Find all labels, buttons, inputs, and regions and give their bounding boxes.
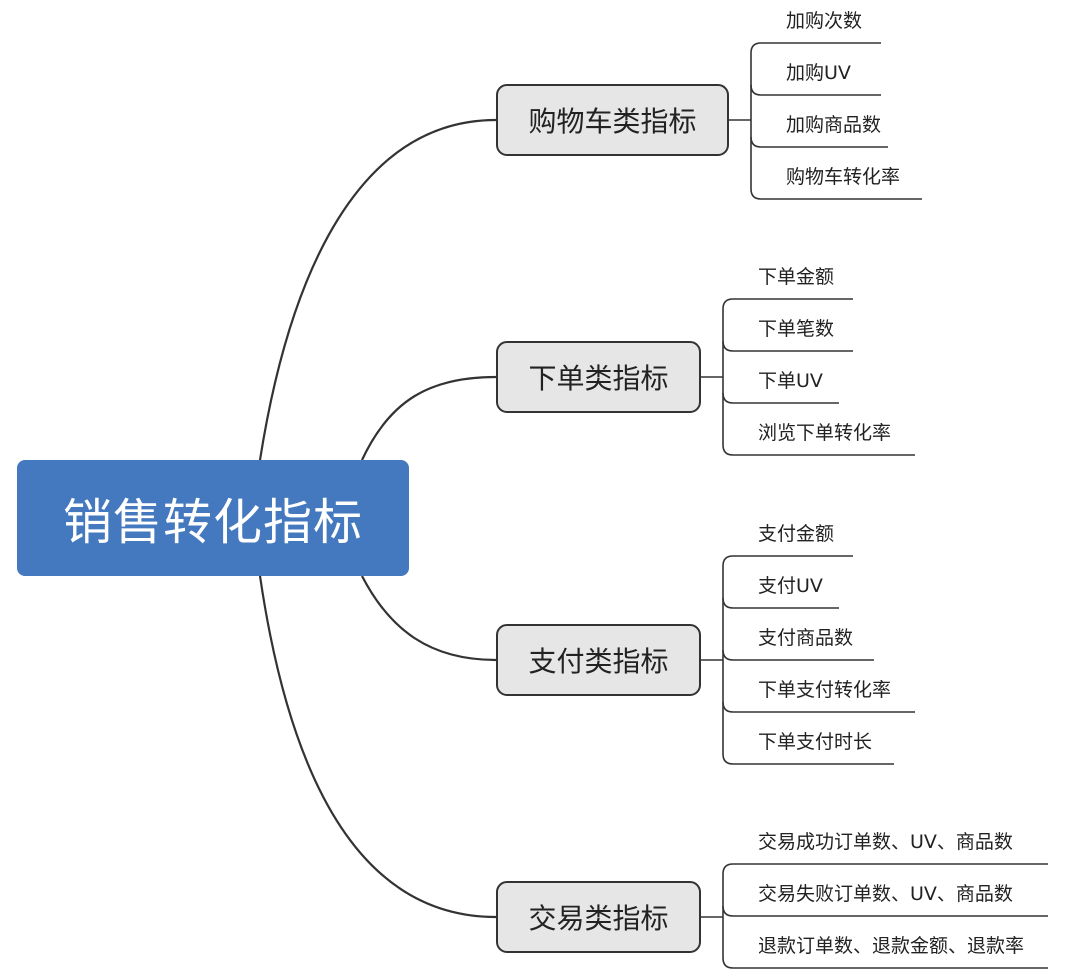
leaf-payment-duration: 下单支付时长: [758, 731, 873, 753]
edge-root-payment: [361, 575, 497, 662]
leaf-order-count: 下单笔数: [758, 318, 835, 340]
leaf-payment-conversion: 下单支付转化率: [758, 679, 892, 701]
leaf-cart-conversion: 购物车转化率: [786, 166, 901, 188]
edge-leaf-cart-0: [750, 42, 881, 54]
branch-node-transaction: 交易类指标: [496, 881, 701, 953]
leaf-transaction-refund: 退款订单数、退款金额、退款率: [758, 935, 1025, 957]
edge-leaf-order-2: [722, 392, 839, 404]
leaf-order-amount: 下单金额: [758, 266, 835, 288]
edge-leaf-order-3: [722, 444, 915, 456]
leaf-order-conversion: 浏览下单转化率: [758, 422, 892, 444]
edge-leaf-cart-3: [750, 188, 922, 200]
leaf-cart-add-products: 加购商品数: [786, 114, 882, 136]
edge-leaf-payment-0: [722, 555, 853, 567]
edge-leaf-cart-2: [750, 136, 888, 148]
edge-root-order: [361, 375, 497, 461]
branch-node-order: 下单类指标: [496, 341, 701, 413]
leaf-transaction-success: 交易成功订单数、UV、商品数: [758, 831, 1013, 853]
leaf-cart-add-uv: 加购UV: [786, 62, 851, 84]
edge-leaf-order-0: [722, 298, 853, 310]
root-node: 销售转化指标: [17, 460, 409, 576]
edge-leaf-cart-1: [750, 84, 881, 96]
edge-leaf-payment-2: [722, 649, 874, 661]
edge-leaf-transaction-1: [722, 905, 1048, 917]
leaf-transaction-failure: 交易失败订单数、UV、商品数: [758, 883, 1013, 905]
edge-leaf-payment-3: [722, 701, 915, 713]
edge-root-transaction: [258, 575, 497, 919]
leaf-order-uv: 下单UV: [758, 370, 823, 392]
leaf-cart-add-count: 加购次数: [786, 10, 863, 32]
edge-root-cart: [258, 118, 497, 461]
edge-leaf-transaction-2: [722, 957, 1048, 969]
edge-leaf-order-1: [722, 340, 853, 352]
branch-node-payment: 支付类指标: [496, 624, 701, 696]
branch-node-cart: 购物车类指标: [496, 84, 729, 156]
leaf-payment-amount: 支付金额: [758, 523, 835, 545]
leaf-payment-uv: 支付UV: [758, 575, 823, 597]
leaf-payment-products: 支付商品数: [758, 627, 854, 649]
edge-leaf-transaction-0: [722, 863, 1048, 875]
edge-leaf-payment-4: [722, 753, 894, 765]
edge-leaf-payment-1: [722, 597, 839, 609]
